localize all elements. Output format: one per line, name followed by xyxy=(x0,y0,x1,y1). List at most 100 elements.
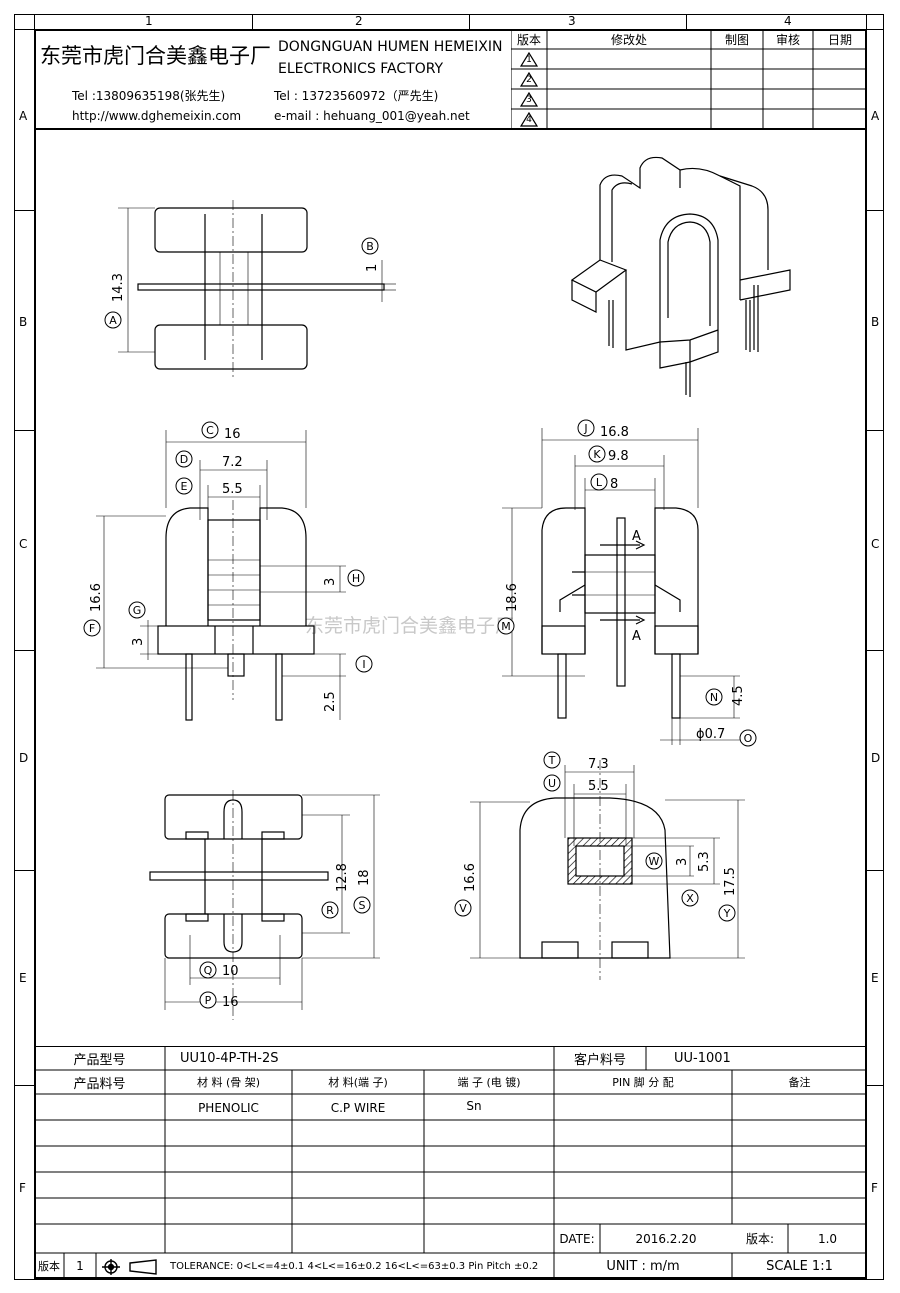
rev-value: 1 xyxy=(76,1259,84,1273)
dimension-values: 14.3 1 16 7.2 5.5 16.6 3 3 2.5 16.8 9.8 … xyxy=(89,264,746,1010)
label-a: A xyxy=(109,314,117,327)
col-remark: 备注 xyxy=(788,1076,811,1089)
dim-n: 4.5 xyxy=(731,685,746,706)
label-e: E xyxy=(181,480,188,493)
ruler-tick xyxy=(866,210,884,211)
section-a-bottom: A xyxy=(632,629,641,644)
title-block-grid xyxy=(34,1046,867,1279)
col-material-frame: 材 料 (骨 架) xyxy=(196,1076,261,1089)
material-frame-value: PHENOLIC xyxy=(198,1101,259,1115)
rev-header-change: 修改处 xyxy=(610,32,647,47)
ruler-tick xyxy=(866,430,884,431)
label-r: R xyxy=(326,904,334,917)
section-view xyxy=(470,760,745,980)
dim-v: 16.6 xyxy=(463,863,478,892)
rev-number: 3 xyxy=(526,95,532,105)
projection-symbol-icon xyxy=(100,1258,162,1276)
label-g: G xyxy=(133,604,142,617)
top-view xyxy=(118,200,396,380)
dim-q: 10 xyxy=(222,964,239,979)
ruler-tick xyxy=(866,870,884,871)
section-a-top: A xyxy=(632,529,641,544)
label-c: C xyxy=(206,424,214,437)
rev-number: 4 xyxy=(526,115,532,125)
company-name-en-1: DONGNGUAN HUMEN HEMEIXIN xyxy=(278,39,503,55)
customer-code-value: UU-1001 xyxy=(674,1050,731,1066)
rev-header-date: 日期 xyxy=(827,32,852,47)
label-x: X xyxy=(686,892,694,905)
header-bottom-line xyxy=(34,128,867,130)
front-view xyxy=(96,430,346,721)
label-b: B xyxy=(366,240,374,253)
rev-number: 2 xyxy=(526,75,532,85)
row-marker: F xyxy=(871,1181,878,1195)
pin-plating-value: Sn xyxy=(466,1099,482,1113)
rev-number: 1 xyxy=(526,55,532,65)
ruler-tick xyxy=(14,1085,34,1086)
dim-a: 14.3 xyxy=(111,273,126,302)
col-pin-plating: 端 子 (电 镀) xyxy=(457,1076,521,1089)
label-i: I xyxy=(362,658,365,671)
rev-header-drawn: 制图 xyxy=(724,32,749,47)
revision-table: 版本 修改处 制图 审核 日期 1 2 3 4 xyxy=(511,29,867,129)
company-name-en-2: ELECTRONICS FACTORY xyxy=(278,61,444,77)
version-value: 1.0 xyxy=(817,1231,838,1246)
rev-header-checked: 审核 xyxy=(775,32,800,47)
contact-tel-2: Tel : 13723560972（严先生) xyxy=(274,89,439,103)
isometric-view xyxy=(570,156,791,397)
label-n: N xyxy=(710,691,718,704)
rev-header-version: 版本 xyxy=(516,32,541,47)
company-name-cn: 东莞市虎门合美鑫电子厂 xyxy=(40,44,271,68)
dim-y: 17.5 xyxy=(723,867,738,896)
label-p: P xyxy=(205,994,212,1007)
row-marker: D xyxy=(871,751,881,765)
row-marker: A xyxy=(871,109,880,123)
ruler-tick xyxy=(14,650,34,651)
scale-note: SCALE 1:1 xyxy=(766,1258,833,1274)
product-model-label: 产品型号 xyxy=(73,1052,126,1068)
ruler-tick xyxy=(14,210,34,211)
label-u: U xyxy=(548,777,556,790)
website-link[interactable]: http://www.dghemeixin.com xyxy=(72,109,242,123)
col-pin-assign: PIN 脚 分 配 xyxy=(612,1076,674,1089)
dim-e: 5.5 xyxy=(222,482,243,497)
label-f: F xyxy=(89,622,95,635)
date-label: DATE: xyxy=(559,1231,595,1246)
unit-note: UNIT : m/m xyxy=(606,1258,680,1274)
rev-label: 版本 xyxy=(38,1260,60,1273)
title-block: 产品型号 UU10-4P-TH-2S 客户料号 UU-1001 产品料号 材 料… xyxy=(34,1046,867,1279)
label-letters: A B C D E F G H I J K L M N O P Q R S T … xyxy=(89,240,753,1007)
watermark-text: 东莞市虎门合美鑫电子厂 xyxy=(305,615,514,637)
label-m: M xyxy=(501,620,511,633)
side-view xyxy=(502,428,740,745)
top-ruler-line xyxy=(14,29,884,30)
row-marker: A xyxy=(19,109,28,123)
row-marker: E xyxy=(871,971,879,985)
column-marker: 1 xyxy=(145,14,153,28)
outer-border xyxy=(14,14,884,1280)
dim-x: 5.3 xyxy=(697,851,712,872)
dim-t: 7.3 xyxy=(588,757,609,772)
ruler-tick xyxy=(14,430,34,431)
label-v: V xyxy=(459,902,467,915)
label-q: Q xyxy=(204,964,213,977)
contact-email[interactable]: e-mail : hehuang_001@yeah.net xyxy=(274,109,470,123)
dim-p: 16 xyxy=(222,995,239,1010)
dim-i: 2.5 xyxy=(323,691,338,712)
bottom-view xyxy=(149,790,380,1020)
label-d: D xyxy=(180,453,188,466)
label-h: H xyxy=(352,572,360,585)
column-marker: 3 xyxy=(568,14,576,28)
column-marker: 2 xyxy=(355,14,363,28)
dim-c: 16 xyxy=(224,427,241,442)
row-marker: F xyxy=(19,1181,26,1195)
row-marker: D xyxy=(19,751,29,765)
revision-table-grid xyxy=(511,29,867,129)
revision-triangle-icons xyxy=(519,51,539,127)
col-material-pin: 材 料(端 子) xyxy=(328,1076,388,1089)
column-marker: 4 xyxy=(784,14,792,28)
dim-m: 18.6 xyxy=(505,583,520,612)
dim-d: 7.2 xyxy=(222,455,243,470)
date-value: 2016.2.20 xyxy=(635,1231,697,1246)
